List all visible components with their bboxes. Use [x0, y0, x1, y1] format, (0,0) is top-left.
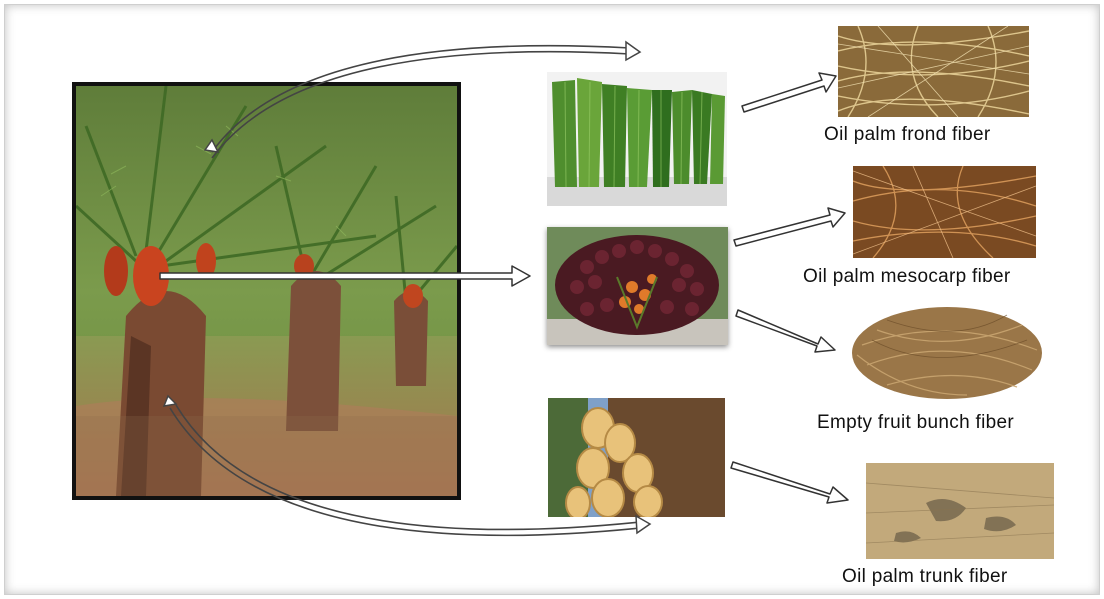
trunk-fiber-label: Oil palm trunk fiber — [842, 566, 1008, 587]
frond-fiber-label: Oil palm frond fiber — [824, 124, 991, 145]
arrow-frond-to-fiber — [741, 72, 837, 113]
arrow-bunch-to-efb — [735, 309, 836, 353]
mesocarp-fiber-photo — [853, 166, 1036, 258]
frond-fiber-photo — [838, 26, 1029, 117]
fruit-bunch-photo — [547, 227, 728, 345]
empty-fruit-bunch-fiber-photo — [847, 295, 1052, 403]
diagram-frame — [4, 4, 1100, 595]
arrow-trunk-to-fiber — [730, 461, 849, 504]
mesocarp-fiber-label: Oil palm mesocarp fiber — [803, 266, 1011, 287]
trunk-logs-photo — [548, 398, 725, 517]
arrow-curve-tree-to-fronds — [211, 44, 631, 153]
arrow-curve-tree-to-trunk — [175, 404, 641, 531]
empty-fruit-bunch-fiber-label: Empty fruit bunch fiber — [817, 412, 1014, 433]
fronds-photo — [547, 72, 727, 206]
trunk-fiber-photo — [866, 463, 1054, 559]
arrow-bunch-to-mesocarp — [733, 207, 846, 247]
oil-palm-tree-photo — [72, 82, 461, 500]
arrow-tree-to-bunch — [159, 265, 531, 287]
